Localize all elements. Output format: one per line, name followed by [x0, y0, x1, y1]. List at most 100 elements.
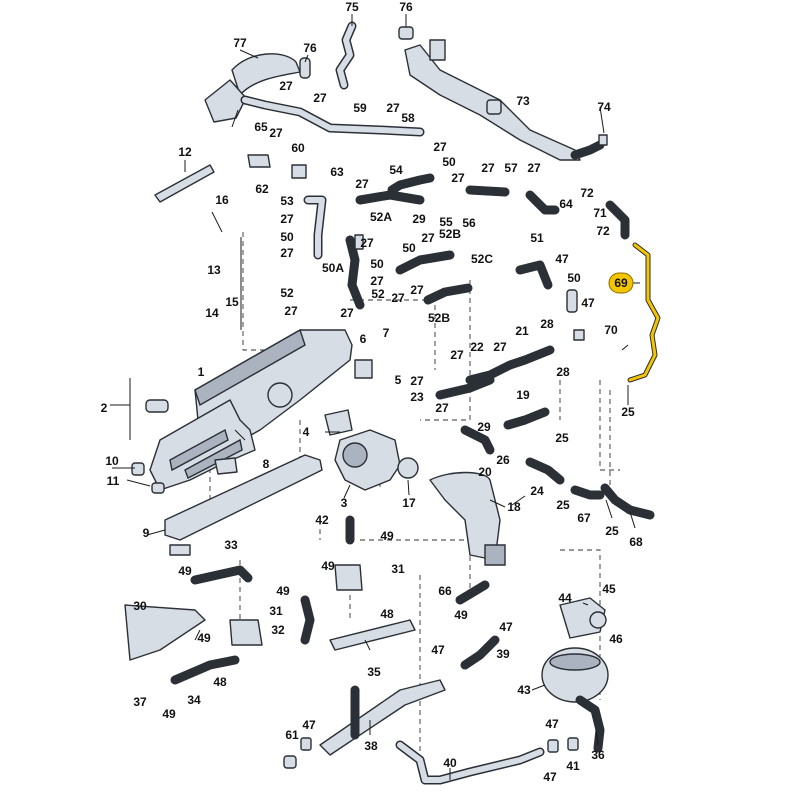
callout-label: 67	[577, 511, 591, 525]
callout-label: 47	[545, 717, 559, 731]
callout-71: 71	[593, 206, 607, 220]
callout-56: 56	[462, 216, 476, 230]
callout-27: 27	[421, 231, 435, 245]
callout-44: 44	[558, 591, 572, 605]
callout-label: 18	[507, 500, 521, 514]
callout-label: 11	[107, 474, 120, 488]
callout-label: 38	[364, 739, 378, 753]
callout-64: 64	[559, 197, 573, 211]
callout-label: 63	[330, 165, 344, 179]
callout-27: 27	[410, 283, 424, 297]
callout-50: 50	[370, 257, 384, 271]
callout-label: 50	[402, 241, 416, 255]
callout-27: 27	[435, 401, 449, 415]
callout-label: 66	[438, 584, 452, 598]
callout-label: 33	[224, 538, 238, 552]
callout-59: 59	[353, 101, 367, 115]
callout-label: 27	[450, 348, 464, 362]
intake-manifold	[131, 328, 353, 556]
callout-55: 55	[439, 215, 453, 229]
callout-33: 33	[224, 538, 238, 552]
callout-label: 53	[280, 194, 294, 208]
callout-50: 50	[402, 241, 416, 255]
callout-label: 27	[313, 91, 327, 105]
callout-label: 37	[133, 695, 147, 709]
callout-49: 49	[380, 529, 394, 543]
callout-label: 26	[496, 453, 510, 467]
callout-label: 27	[269, 126, 283, 140]
callout-label: 76	[303, 41, 317, 55]
callout-label: 75	[345, 0, 359, 14]
callout-label: 36	[591, 748, 605, 762]
callout-69: 69	[608, 272, 634, 294]
callout-label: 4	[303, 425, 310, 439]
callout-73: 73	[516, 94, 530, 108]
callout-label: 47	[499, 620, 513, 634]
callout-60: 60	[291, 141, 305, 155]
callout-25: 25	[621, 405, 635, 419]
callout-16: 16	[215, 193, 229, 207]
callout-17: 17	[402, 496, 416, 510]
callout-68: 68	[629, 535, 643, 549]
highlighted-pipe-69	[627, 242, 661, 383]
callout-32: 32	[271, 623, 285, 637]
callout-27: 27	[451, 171, 465, 185]
callout-label: 49	[178, 564, 192, 578]
callout-label: 48	[380, 607, 394, 621]
callout-label: 27	[527, 161, 541, 175]
callout-label: 23	[410, 390, 424, 404]
callout-label: 13	[207, 263, 221, 277]
callout-50: 50	[567, 271, 581, 285]
callout-label: 50	[370, 257, 384, 271]
callout-label: 27	[391, 291, 405, 305]
callout-label: 31	[269, 604, 283, 618]
callout-27: 27	[355, 177, 369, 191]
callout-52B: 52B	[439, 227, 461, 241]
callout-25: 25	[556, 498, 570, 512]
callout-label: 10	[105, 454, 119, 468]
callout-27: 27	[280, 246, 294, 260]
vacuum-line-group	[303, 173, 655, 520]
callout-label: 60	[291, 141, 305, 155]
callout-label: 8	[263, 457, 270, 471]
callout-52A: 52A	[370, 210, 392, 224]
callout-31: 31	[391, 562, 405, 576]
callout-74: 74	[597, 100, 611, 114]
callout-77: 77	[233, 36, 247, 50]
callout-27: 27	[410, 374, 424, 388]
callout-47: 47	[499, 620, 513, 634]
callout-46: 46	[609, 632, 623, 646]
callout-label: 1	[198, 365, 205, 379]
callout-label: 39	[496, 647, 510, 661]
callout-6: 6	[360, 332, 367, 346]
callout-label: 41	[566, 759, 580, 773]
callout-27: 27	[391, 291, 405, 305]
callout-21: 21	[515, 324, 529, 338]
callout-label: 49	[276, 584, 290, 598]
callout-label: 27	[280, 246, 294, 260]
callout-label: 27	[284, 304, 298, 318]
callout-label: 52B	[439, 227, 461, 241]
callout-49: 49	[178, 564, 192, 578]
callout-52: 52	[280, 286, 294, 300]
callout-label: 9	[143, 526, 150, 540]
callout-label: 49	[380, 529, 394, 543]
callout-37: 37	[133, 695, 147, 709]
callout-label: 52	[371, 287, 385, 301]
callout-label: 50	[567, 271, 581, 285]
callout-label: 72	[596, 224, 610, 238]
callout-label: 31	[391, 562, 405, 576]
callout-15: 15	[225, 295, 239, 309]
callout-47: 47	[431, 643, 445, 657]
callout-27: 27	[284, 304, 298, 318]
callout-label: 74	[597, 100, 611, 114]
callout-label: 7	[383, 326, 390, 340]
callout-47: 47	[581, 296, 595, 310]
callout-27: 27	[280, 212, 294, 226]
leader-lines	[110, 14, 640, 780]
callout-label: 40	[443, 756, 457, 770]
callout-label: 77	[233, 36, 247, 50]
callout-47: 47	[555, 252, 569, 266]
callout-72: 72	[596, 224, 610, 238]
callout-label: 25	[555, 431, 569, 445]
